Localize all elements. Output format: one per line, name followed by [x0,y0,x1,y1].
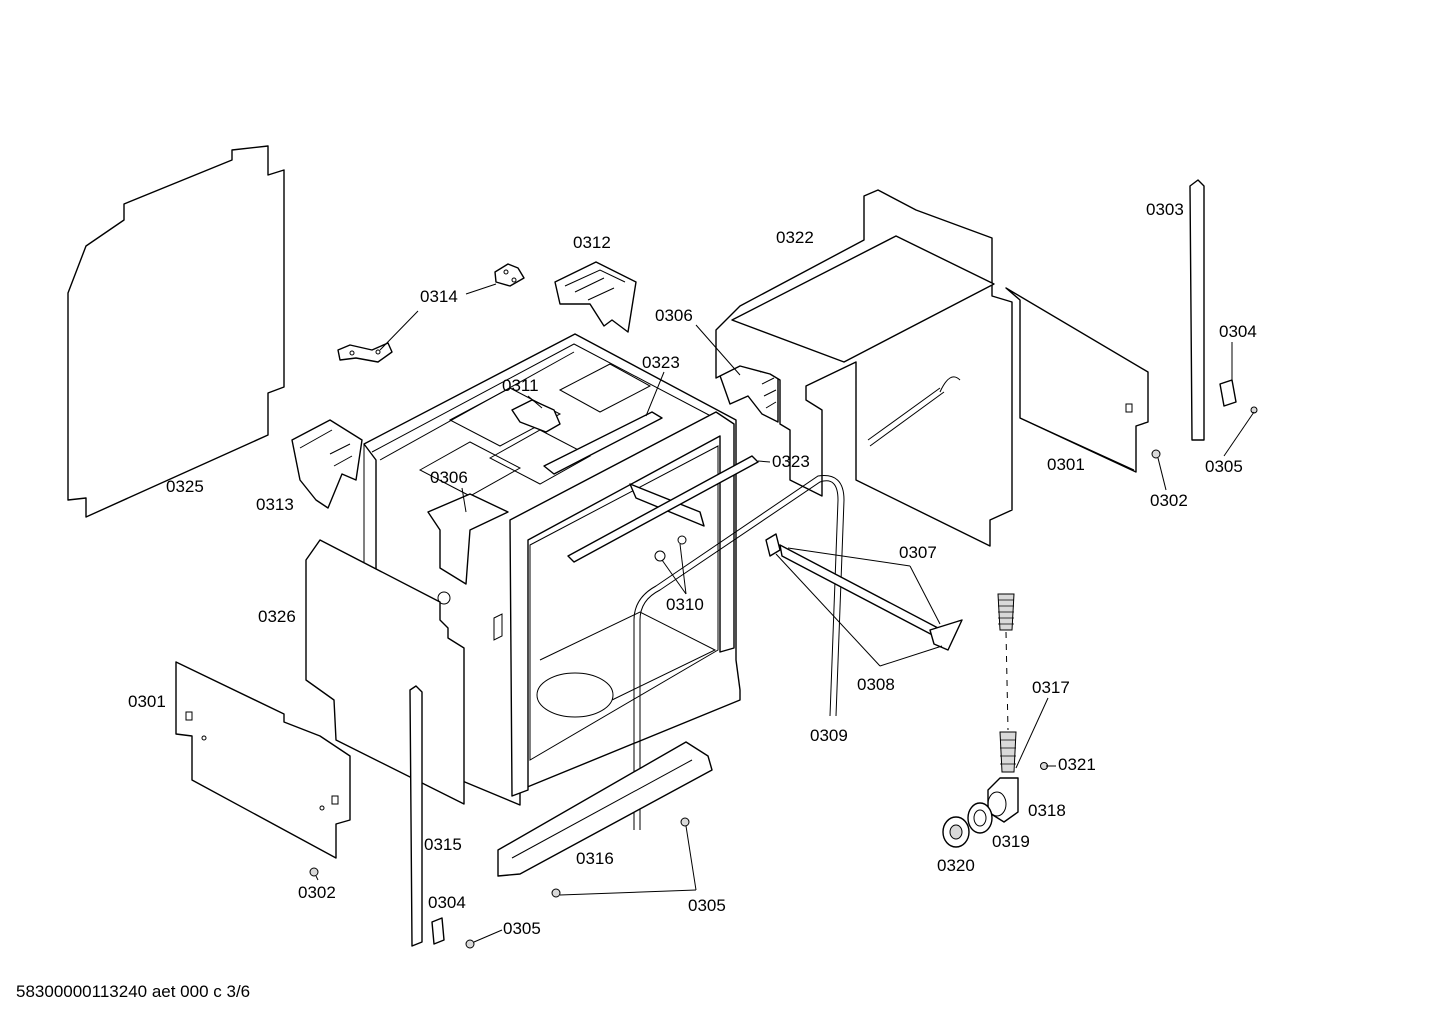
callout-0316: 0316 [576,849,614,868]
part-0301-front-panel [175,661,351,859]
callout-0306-body: 0306 [430,468,468,487]
part-tub-body [363,333,741,806]
callout-0301-right: 0301 [1047,455,1085,474]
callout-0319: 0319 [992,832,1030,851]
part-0303-strip [1189,179,1205,441]
callout-0302-right: 0302 [1150,491,1188,510]
callout-0317: 0317 [1032,678,1070,697]
callout-0302-lower: 0302 [298,883,336,902]
part-0320-nut [942,816,970,848]
part-0326-side-panel [305,539,465,805]
callout-0309: 0309 [810,726,848,745]
part-0322-side-panel [715,189,1013,547]
callout-0318: 0318 [1028,801,1066,820]
callout-0320: 0320 [937,856,975,875]
part-0304-clip [1219,379,1237,407]
callout-0313: 0313 [256,495,294,514]
part-0319-ring [967,802,993,834]
callout-0314: 0314 [420,287,458,306]
callout-0305-lower-left: 0305 [503,919,541,938]
callout-0303: 0303 [1146,200,1184,219]
part-0305-screw [1250,406,1258,414]
callout-0310: 0310 [666,595,704,614]
leader-lines [315,283,1255,943]
part-0314-bracket [337,263,525,363]
callout-0315: 0315 [424,835,462,854]
part-0318-elbow [987,777,1019,823]
callout-0326: 0326 [258,607,296,626]
callout-0308: 0308 [857,675,895,694]
part-0317-hose [997,593,1017,773]
callout-0322: 0322 [776,228,814,247]
part-0301-back-panel [1005,287,1149,473]
drawing-reference-footer: 58300000113240 aet 000 c 3/6 [16,982,251,1001]
part-0316-bracket [497,741,713,877]
callout-0323-top: 0323 [642,353,680,372]
callout-0311: 0311 [502,376,539,395]
part-0325-side-panel [67,145,285,518]
callout-0304-lower: 0304 [428,893,466,912]
part-0312-clip [554,261,637,333]
callout-0312: 0312 [573,233,611,252]
part-0305-lower-screws [465,817,690,949]
callout-0305-right: 0305 [1205,457,1243,476]
callout-0323-rail: 0323 [772,452,810,471]
part-0302-lower-screw [309,867,319,877]
part-0302-screw [1151,449,1161,459]
callout-0305-lower-right: 0305 [688,896,726,915]
callout-0307: 0307 [899,543,937,562]
callout-0325: 0325 [166,477,204,496]
callout-0301-lower: 0301 [128,692,166,711]
callout-0321: 0321 [1058,755,1096,774]
part-0323-rail [567,455,759,563]
callout-0304-right: 0304 [1219,322,1257,341]
callout-0306-top: 0306 [655,306,693,325]
part-0307-rail [765,533,963,651]
part-0304-lower-clip [431,917,445,945]
part-0309-gasket [633,475,845,830]
part-0313-clip [291,419,363,509]
part-0315-strip [409,685,423,947]
